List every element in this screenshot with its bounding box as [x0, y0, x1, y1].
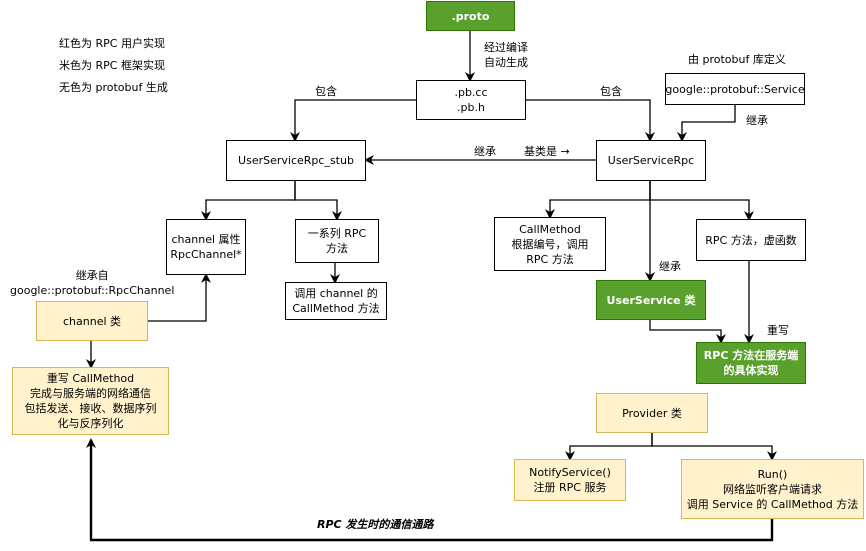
service-rpc-node[interactable]: UserServiceRpc	[596, 140, 706, 181]
notify-service-node[interactable]: NotifyService() 注册 RPC 服务	[514, 459, 626, 501]
label-inherit-service: 继承	[659, 260, 681, 273]
legend-framework-impl: 米色为 RPC 框架实现	[59, 59, 165, 72]
stub-node[interactable]: UserServiceRpc_stub	[226, 140, 366, 181]
run-node[interactable]: Run() 网络监听客户端请求 调用 Service 的 CallMethod …	[681, 459, 864, 519]
edge-servicerpc-to-rpc-virtual	[649, 181, 754, 221]
legend-user-impl: 红色为 RPC 用户实现	[59, 37, 165, 50]
edge-channel-class-to-channel-attr	[148, 273, 211, 322]
edge-stub-to-rpc-methods	[294, 181, 342, 221]
edge-protobuf-service-to-servicerpc	[677, 105, 736, 142]
provider-class-node[interactable]: Provider 类	[596, 393, 708, 433]
edge-pbcc-to-stub	[290, 99, 416, 142]
override-callmethod-node[interactable]: 重写 CallMethod 完成与服务端的网络通信 包括发送、接收、数据序列 化…	[12, 367, 169, 435]
channel-attr-node[interactable]: channel 属性 RpcChannel*	[166, 219, 246, 275]
edge-servicerpc-to-callmethod	[545, 181, 651, 219]
label-communication-path: RPC 发生时的通信通路	[317, 518, 434, 531]
proto-file-node[interactable]: .proto	[426, 1, 515, 31]
edge-provider-to-notify	[565, 433, 653, 461]
label-inherit-mid: 继承	[474, 145, 496, 158]
label-contains-right: 包含	[600, 85, 622, 98]
userservice-node[interactable]: UserService 类	[596, 280, 706, 320]
label-base-is: 基类是 →	[524, 145, 570, 158]
label-override: 重写	[767, 324, 789, 337]
rpc-methods-node[interactable]: 一系列 RPC 方法	[295, 219, 379, 263]
edge-stub-to-channel-attr	[201, 181, 296, 221]
channel-class-node[interactable]: channel 类	[36, 301, 148, 341]
label-compile: 经过编译 自动生成	[484, 41, 528, 69]
edge-userservice-to-rpc-impl	[649, 320, 726, 344]
edge-communication-path	[86, 438, 774, 542]
protobuf-service-node[interactable]: google::protobuf::Service	[665, 73, 805, 105]
label-inherit-top: 继承	[746, 114, 768, 127]
rpc-virtual-node[interactable]: RPC 方法，虚函数	[696, 219, 806, 261]
edge-provider-to-run	[651, 433, 777, 461]
pbcc-node[interactable]: .pb.cc .pb.h	[416, 80, 526, 120]
label-inherit-from: 继承自 google::protobuf::RpcChannel	[10, 269, 175, 297]
label-contains-left: 包含	[315, 85, 337, 98]
label-defined-by: 由 protobuf 库定义	[688, 53, 786, 66]
call-channel-node[interactable]: 调用 channel 的 CallMethod 方法	[285, 282, 387, 320]
callmethod-node[interactable]: CallMethod 根据编号，调用 RPC 方法	[494, 217, 606, 271]
rpc-impl-node[interactable]: RPC 方法在服务端 的具体实现	[696, 342, 806, 384]
edge-pbcc-to-servicerpc	[526, 99, 655, 142]
legend-protobuf-generated: 无色为 protobuf 生成	[59, 81, 168, 94]
